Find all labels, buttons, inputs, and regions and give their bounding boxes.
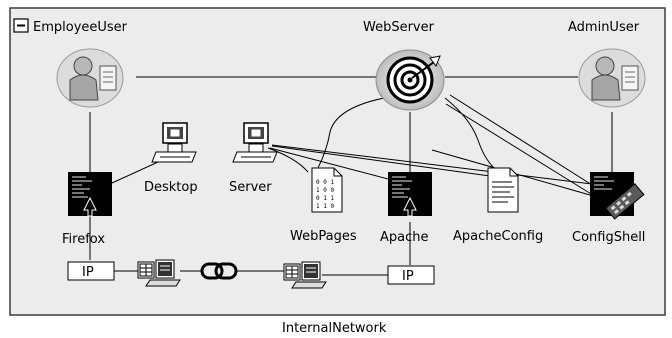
adminuser-node[interactable]: AdminUser bbox=[568, 20, 646, 108]
collapse-button[interactable] bbox=[13, 18, 29, 33]
binary-file-icon: 0 0 1 1 0 0 0 1 1 1 1 0 bbox=[311, 167, 343, 213]
configshell-label: ConfigShell bbox=[572, 230, 645, 245]
edge-firefox-desktop bbox=[111, 161, 159, 184]
network-caption: InternalNetwork bbox=[282, 321, 387, 336]
edge-server-configshell bbox=[271, 144, 593, 185]
edge-webserver-webpages bbox=[317, 97, 385, 169]
edge-server-apacheconfig bbox=[271, 145, 491, 177]
edge-server-webpages bbox=[267, 147, 309, 173]
target-icon bbox=[375, 49, 445, 111]
arrow-up-icon bbox=[83, 196, 97, 217]
ip-left-label: IP bbox=[82, 265, 94, 280]
frame-title: EmployeeUser bbox=[33, 20, 128, 35]
terminal-remote-icon bbox=[590, 172, 645, 220]
firefox-node[interactable]: Firefox bbox=[62, 172, 112, 247]
firefox-label: Firefox bbox=[62, 232, 105, 247]
edge-webserver-apacheconfig bbox=[444, 97, 495, 169]
network-device-icon bbox=[283, 261, 327, 289]
employeeuser-node[interactable] bbox=[56, 48, 124, 108]
computer-icon bbox=[232, 122, 278, 163]
network-device-icon bbox=[137, 259, 181, 287]
adminuser-label: AdminUser bbox=[568, 20, 640, 35]
text-file-icon bbox=[487, 167, 519, 213]
ip-right-node[interactable]: IP bbox=[387, 265, 435, 285]
apacheconfig-node[interactable]: ApacheConfig bbox=[453, 167, 543, 244]
server-node[interactable]: Server bbox=[229, 122, 278, 195]
desktop-node[interactable]: Desktop bbox=[144, 122, 198, 195]
arrow-up-icon bbox=[403, 196, 417, 217]
svg-text:0 0 1: 0 0 1 bbox=[316, 179, 334, 186]
svg-text:1 1 0: 1 1 0 bbox=[316, 203, 334, 210]
edge-webserver-configshell-1 bbox=[449, 94, 601, 191]
ip-right-label: IP bbox=[402, 269, 414, 284]
router-left-node[interactable] bbox=[137, 259, 181, 287]
server-label: Server bbox=[229, 180, 272, 195]
network-link-node[interactable] bbox=[200, 262, 238, 280]
webserver-label: WebServer bbox=[363, 20, 435, 35]
router-right-node[interactable] bbox=[283, 261, 327, 289]
desktop-label: Desktop bbox=[144, 180, 198, 195]
apache-label: Apache bbox=[380, 230, 429, 245]
user-icon bbox=[578, 48, 646, 108]
ip-left-node[interactable]: IP bbox=[67, 261, 115, 281]
svg-text:0 1 1: 0 1 1 bbox=[316, 195, 334, 202]
svg-text:1 0 0: 1 0 0 bbox=[316, 187, 334, 194]
edge-server-apache bbox=[269, 147, 393, 181]
terminal-icon bbox=[388, 172, 432, 216]
computer-icon bbox=[151, 122, 197, 163]
apache-node[interactable]: Apache bbox=[380, 172, 432, 245]
webpages-label: WebPages bbox=[290, 229, 357, 244]
configshell-node[interactable]: ConfigShell bbox=[572, 172, 645, 245]
apacheconfig-label: ApacheConfig bbox=[453, 229, 543, 244]
user-icon bbox=[56, 48, 124, 108]
chain-link-icon bbox=[200, 262, 238, 280]
webpages-node[interactable]: 0 0 1 1 0 0 0 1 1 1 1 0 WebPages bbox=[290, 167, 357, 244]
webserver-node[interactable]: WebServer bbox=[363, 20, 445, 111]
